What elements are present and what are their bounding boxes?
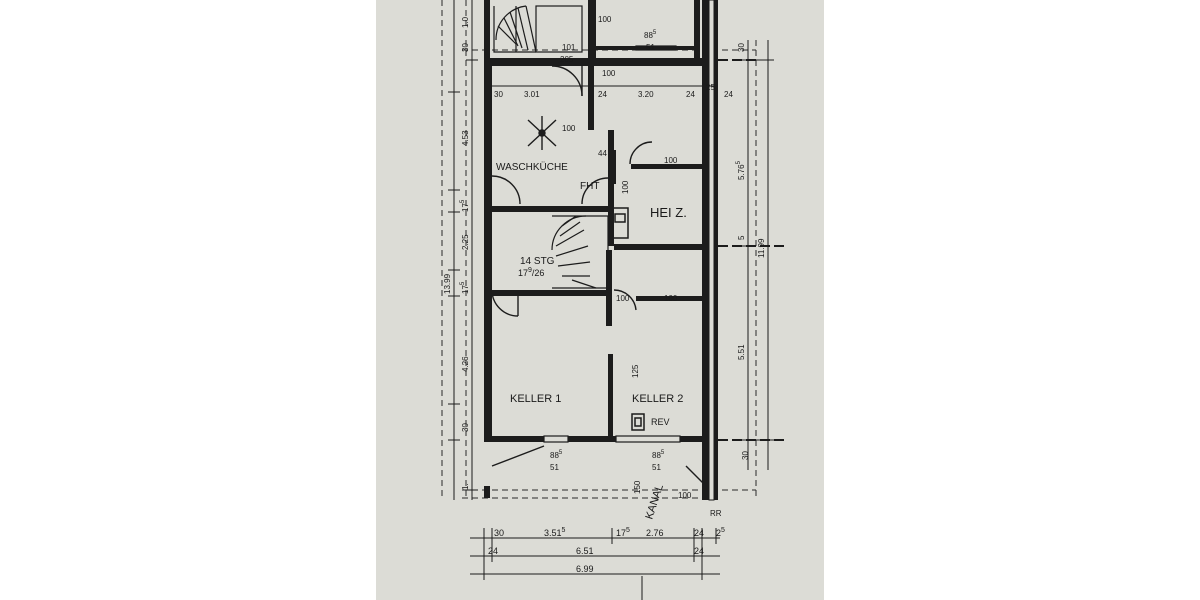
opening-101: 101 (562, 43, 576, 52)
right-dim-5: 5.51 (737, 344, 746, 360)
bottom-dim-row1-f: 25 (716, 527, 725, 538)
top-dim-4: 3.20 (638, 90, 654, 99)
door-label-top-mid: 100 (602, 69, 616, 78)
right-dimension-lines (742, 40, 774, 470)
door-swings (491, 65, 707, 487)
top-dim-5: 24 (686, 90, 695, 99)
top-dim-2: 3.01 (524, 90, 540, 99)
right-dim-4: 5 (737, 235, 746, 240)
door-label-keller-2: 100 (664, 294, 678, 303)
interior-walls (492, 66, 703, 436)
top-dim-7: 24 (724, 90, 733, 99)
left-dim-total: 13.99 (443, 273, 452, 294)
room-label-heizung: HEI Z. (650, 205, 687, 220)
rr-label: RR (710, 509, 722, 518)
top-spiral-stair (493, 5, 583, 53)
bottom-dim-row2-c: 24 (694, 546, 704, 556)
bottom-dim-row2-b: 6.51 (576, 546, 594, 556)
top-dim-6: 25 (706, 83, 715, 92)
bottom-right-window-dim-a: 885 (652, 450, 665, 460)
top-window-dim-b: 51 (646, 43, 655, 52)
left-dim-bottom: 1. (461, 483, 470, 490)
right-dim-3: 11.99 (757, 238, 766, 258)
kanal-width-label: 150 (633, 480, 642, 494)
door-label-heiz: 100 (664, 156, 678, 165)
partition-width-label: 125 (631, 364, 640, 378)
ceiling-light-icon (527, 116, 557, 150)
floor-plan-sheet: WASCHKÜCHE FHT HEI Z. 14 STG 179/26 KELL… (376, 0, 824, 600)
bottom-dim-row1-c: 175 (616, 527, 630, 538)
bottom-dim-row1-b: 3.515 (544, 527, 566, 538)
room-label-waschkueche: WASCHKÜCHE (496, 161, 568, 173)
niche-dim: 44 (598, 149, 607, 158)
stair-ratio-label: 179/26 (518, 267, 544, 278)
bottom-right-window-dim-b: 51 (652, 463, 661, 472)
left-dim-e: 4.26 (461, 356, 470, 372)
left-dim-top: 30 (461, 43, 470, 52)
room-label-keller-1: KELLER 1 (510, 393, 561, 405)
right-dim-2: 5.765 (736, 160, 746, 180)
bottom-dim-row1-d: 2.76 (646, 528, 664, 538)
door-label-stair-low: 100 (616, 294, 630, 303)
bottom-dim-row2-a: 24 (488, 546, 498, 556)
door-label-top-stair: 100 (598, 15, 612, 24)
right-dim-6: 30 (741, 451, 750, 460)
left-dim-b: 175 (460, 199, 470, 212)
top-dim-3: 24 (598, 90, 607, 99)
bottom-dimension-lines (470, 528, 720, 600)
revision-shaft (631, 413, 645, 431)
door-label-wasch: 100 (562, 124, 576, 133)
outer-walls (484, 0, 710, 498)
bottom-dim-row3: 6.99 (576, 564, 594, 574)
room-label-keller-2: KELLER 2 (632, 393, 683, 405)
bottom-windows (543, 45, 681, 443)
revision-label: REV (651, 417, 670, 427)
bottom-dim-row1-a: 30 (494, 528, 504, 538)
top-dim-1: 30 (494, 90, 503, 99)
left-dim-c: 2.25 (461, 234, 470, 250)
bottom-dim-row1-e: 24 (694, 528, 704, 538)
left-dimension-lines (448, 0, 478, 500)
opening-205: 205 (560, 55, 574, 64)
door-label-kanal: 100 (678, 491, 692, 500)
right-party-wall (702, 0, 786, 501)
stair-steps-label: 14 STG (520, 256, 555, 267)
right-dim-1: 30 (737, 43, 746, 52)
left-dim-d: 175 (460, 281, 470, 294)
door-label-fht: 100 (621, 180, 630, 194)
kanal-label: KANAL (643, 483, 666, 521)
left-dim-a: 4.53 (461, 130, 470, 146)
left-dim-top2: 1.0 (461, 16, 470, 28)
left-dim-f: 30 (461, 423, 470, 432)
bottom-left-window-dim-a: 885 (550, 450, 563, 460)
main-stair (551, 215, 609, 289)
top-window-dim-a: 885 (644, 30, 657, 40)
chimney-box (611, 207, 629, 239)
basement-floor-plan: WASCHKÜCHE FHT HEI Z. 14 STG 179/26 KELL… (441, 0, 786, 600)
bottom-left-window-dim-b: 51 (550, 463, 559, 472)
room-label-fht: FHT (580, 181, 599, 192)
